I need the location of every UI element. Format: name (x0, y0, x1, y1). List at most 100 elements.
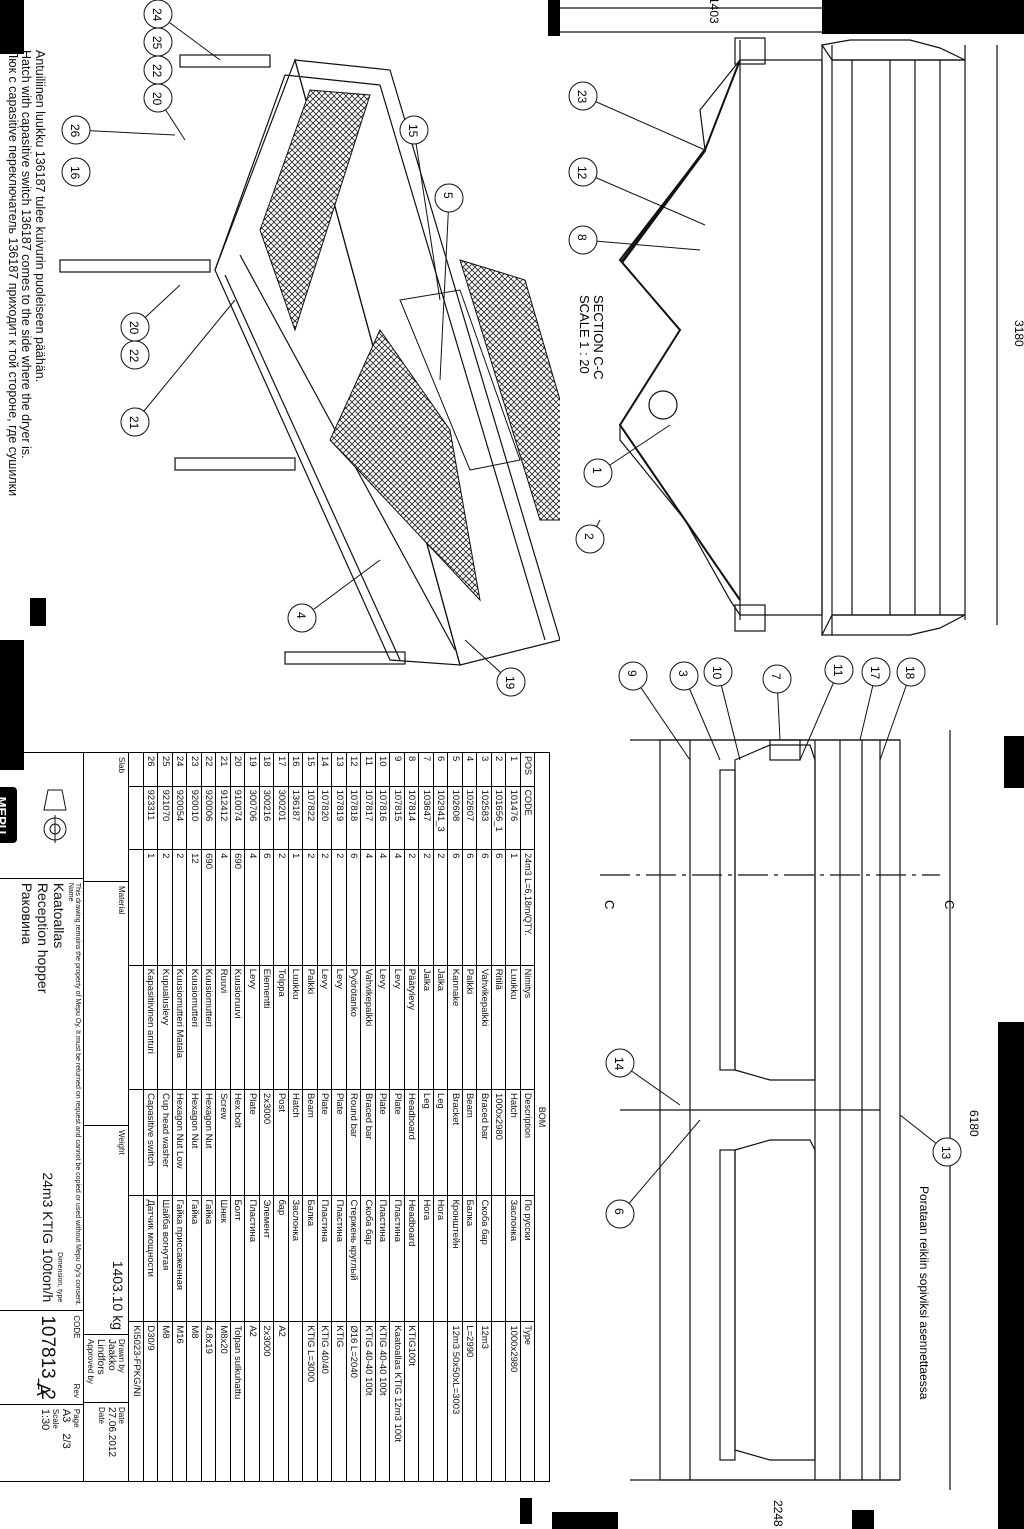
balloon-label: 22 (127, 349, 141, 363)
bom-cell: 21 (216, 752, 231, 787)
bom-cell: Болт (230, 1195, 245, 1322)
leader-line (799, 669, 840, 761)
bom-cell: 17 (274, 752, 289, 787)
section-scale: SCALE 1 : 20 (577, 295, 592, 374)
bom-cell: 2 (491, 752, 506, 787)
bom-cell: 107819 (332, 786, 347, 850)
drawn-by-label: Drawn by (117, 1339, 127, 1373)
bom-cell: M8x20 (216, 1321, 231, 1482)
bom-cell: 9 (390, 752, 405, 787)
bom-cell: 13 (332, 752, 347, 787)
bom-cell: 23 (187, 752, 202, 787)
balloon (120, 407, 150, 437)
bom-cell: M8 (187, 1321, 202, 1482)
balloon-label: 10 (710, 666, 724, 680)
section-mark: C (602, 900, 617, 909)
bom-cell: 107814 (404, 786, 419, 850)
bom-cell: Ruuvi (216, 965, 231, 1090)
bom-cell: 2 (404, 849, 419, 966)
bom-cell: Cup head washer (158, 1089, 173, 1196)
bom-cell: 921070 (158, 786, 173, 850)
bom-cell: A2 (274, 1321, 289, 1482)
leader-line (413, 129, 441, 301)
bom-cell: 103647 (419, 786, 434, 850)
leader-line (301, 559, 381, 619)
dimension-text: 3180 (1012, 320, 1024, 347)
bom-cell: 3 (477, 752, 492, 787)
balloon-label: 22 (150, 64, 164, 78)
bom-header-cell: Type (520, 1321, 535, 1482)
balloon (932, 1137, 962, 1167)
bom-header-cell: Description (520, 1089, 535, 1196)
balloon (618, 661, 648, 691)
leader-line (717, 671, 741, 761)
bom-cell: KTIG100t (404, 1321, 419, 1482)
bom-cell: Bracket (448, 1089, 463, 1196)
balloon (861, 657, 891, 687)
name-label: Name (67, 882, 75, 902)
bom-cell: Levy (245, 965, 260, 1090)
bom-cell: 6 (259, 849, 274, 966)
bom-cell: Гайка (201, 1195, 216, 1322)
dimension-text: 2248 (771, 1500, 785, 1527)
balloon (399, 115, 429, 145)
rev-label: Rev (72, 1383, 82, 1398)
scan-bar (548, 0, 560, 36)
balloon-label: 19 (503, 676, 517, 690)
bom-cell: 2 (172, 849, 187, 966)
bom-cell: Скоба бар (361, 1195, 376, 1322)
bom-cell: Элемент (259, 1195, 274, 1322)
bom-cell: 920054 (172, 786, 187, 850)
isometric-view (59, 54, 560, 666)
copyright-notice: This drawing remains the property of Mep… (74, 882, 82, 1306)
balloon-label: 6 (612, 1208, 626, 1215)
section-title: SECTION C-C (591, 295, 606, 380)
bom-cell: Levy (390, 965, 405, 1090)
balloon (605, 1048, 635, 1078)
leg (179, 54, 271, 68)
date-label: Date (97, 1407, 107, 1424)
bom-cell: 15 (303, 752, 318, 787)
bom-cell: Luukku (288, 965, 303, 1090)
bom-cell: Нога (433, 1195, 448, 1322)
bom-cell: Tolpan sulkuhattu (230, 1321, 245, 1482)
bom-header-cell: По русски (520, 1195, 535, 1322)
bom-cell: Plate (317, 1089, 332, 1196)
bom-cell: Capasitive switch (143, 1089, 158, 1196)
balloon-label: 17 (868, 666, 882, 680)
bom-cell: 910074 (230, 786, 245, 850)
bom-cell: 107818 (346, 786, 361, 850)
bom-cell: 1000x2980 (491, 1089, 506, 1196)
bom-cell: 6 (433, 752, 448, 787)
bom-cell: Гайка (187, 1195, 202, 1322)
bom-cell: Beam (462, 1089, 477, 1196)
bom-cell: 12 (187, 849, 202, 966)
date-label: Date (117, 1407, 127, 1424)
bom-cell: 2 (303, 849, 318, 966)
bom-cell: Kuusiomutteri Matala (172, 965, 187, 1090)
balloon-label: 24 (150, 8, 164, 22)
scan-bar (0, 0, 24, 54)
bom-cell: M8 (158, 1321, 173, 1482)
bom-cell: KI5023-FPKG/NI (129, 1321, 144, 1482)
bom-cell: Jalka (433, 965, 448, 1090)
bom-cell: 2 (332, 849, 347, 966)
bom-cell: 690 (201, 849, 216, 966)
bom-cell (491, 1321, 506, 1482)
bom-cell: Luukku (506, 965, 521, 1090)
leader-line (582, 95, 706, 151)
bom-cell: KTIG 40-40 100t (361, 1321, 376, 1482)
leader-line (439, 197, 450, 381)
bom-cell: Tolppa (274, 965, 289, 1090)
balloon-label: 25 (150, 36, 164, 50)
bom-cell: Шайба вогнутая (158, 1195, 173, 1322)
